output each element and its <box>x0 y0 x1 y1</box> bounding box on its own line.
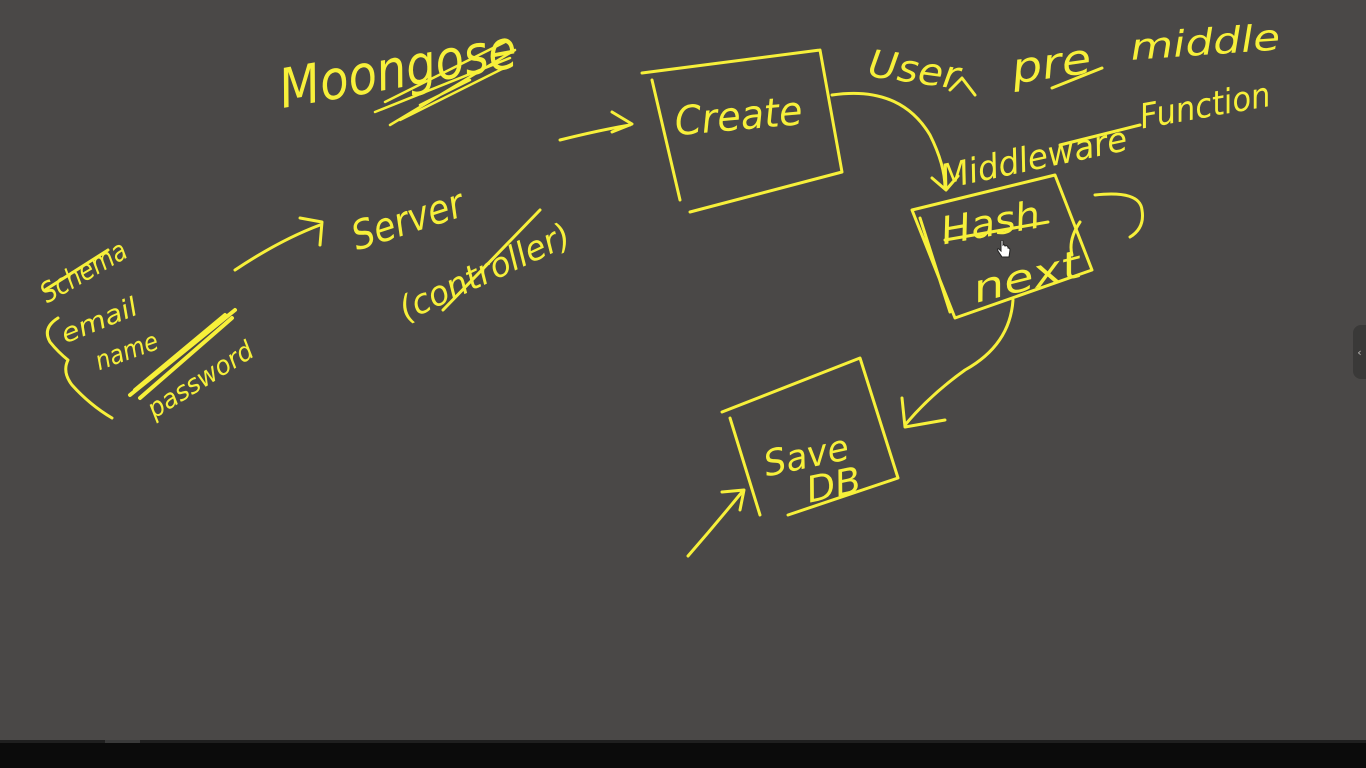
password-strike <box>128 308 237 400</box>
progress-fill <box>105 740 140 743</box>
middle-label: middle <box>1129 17 1281 68</box>
whiteboard-canvas[interactable]: Moongose Schema email name password Serv… <box>0 0 1366 740</box>
hand-cursor-icon <box>996 240 1012 260</box>
arrow-create-to-hash <box>830 91 960 192</box>
arrow-hash-to-save <box>900 298 1015 429</box>
user-arrowhead <box>948 76 977 97</box>
progress-track[interactable] <box>0 740 1366 743</box>
create-label: Create <box>673 88 805 145</box>
next-paren <box>1069 192 1144 257</box>
collapse-side-panel-button[interactable]: ‹ <box>1353 325 1366 379</box>
server-underline <box>441 208 542 312</box>
chevron-left-icon: ‹ <box>1357 345 1362 359</box>
title-scribble <box>373 40 517 127</box>
hash-label: Hash <box>937 192 1043 253</box>
drawing-layer: Moongose Schema email name password Serv… <box>34 17 1281 558</box>
server-label: Server <box>346 180 472 260</box>
pre-underline <box>1050 66 1104 90</box>
arrow-into-save <box>686 488 746 558</box>
player-bottom-bar <box>0 740 1366 768</box>
create-box <box>640 48 844 214</box>
hash-box <box>910 173 1094 320</box>
function-label: Function <box>1137 75 1274 137</box>
arrow-to-server <box>233 216 324 272</box>
save-box <box>720 356 900 517</box>
pre-label: pre <box>1007 34 1094 94</box>
middleware-underline <box>1058 123 1142 147</box>
arrow-to-create <box>558 110 634 142</box>
schema-underline <box>43 248 110 292</box>
fields-brace <box>45 316 114 420</box>
middleware-label: Middleware <box>937 119 1131 198</box>
hash-underline <box>943 220 1050 242</box>
